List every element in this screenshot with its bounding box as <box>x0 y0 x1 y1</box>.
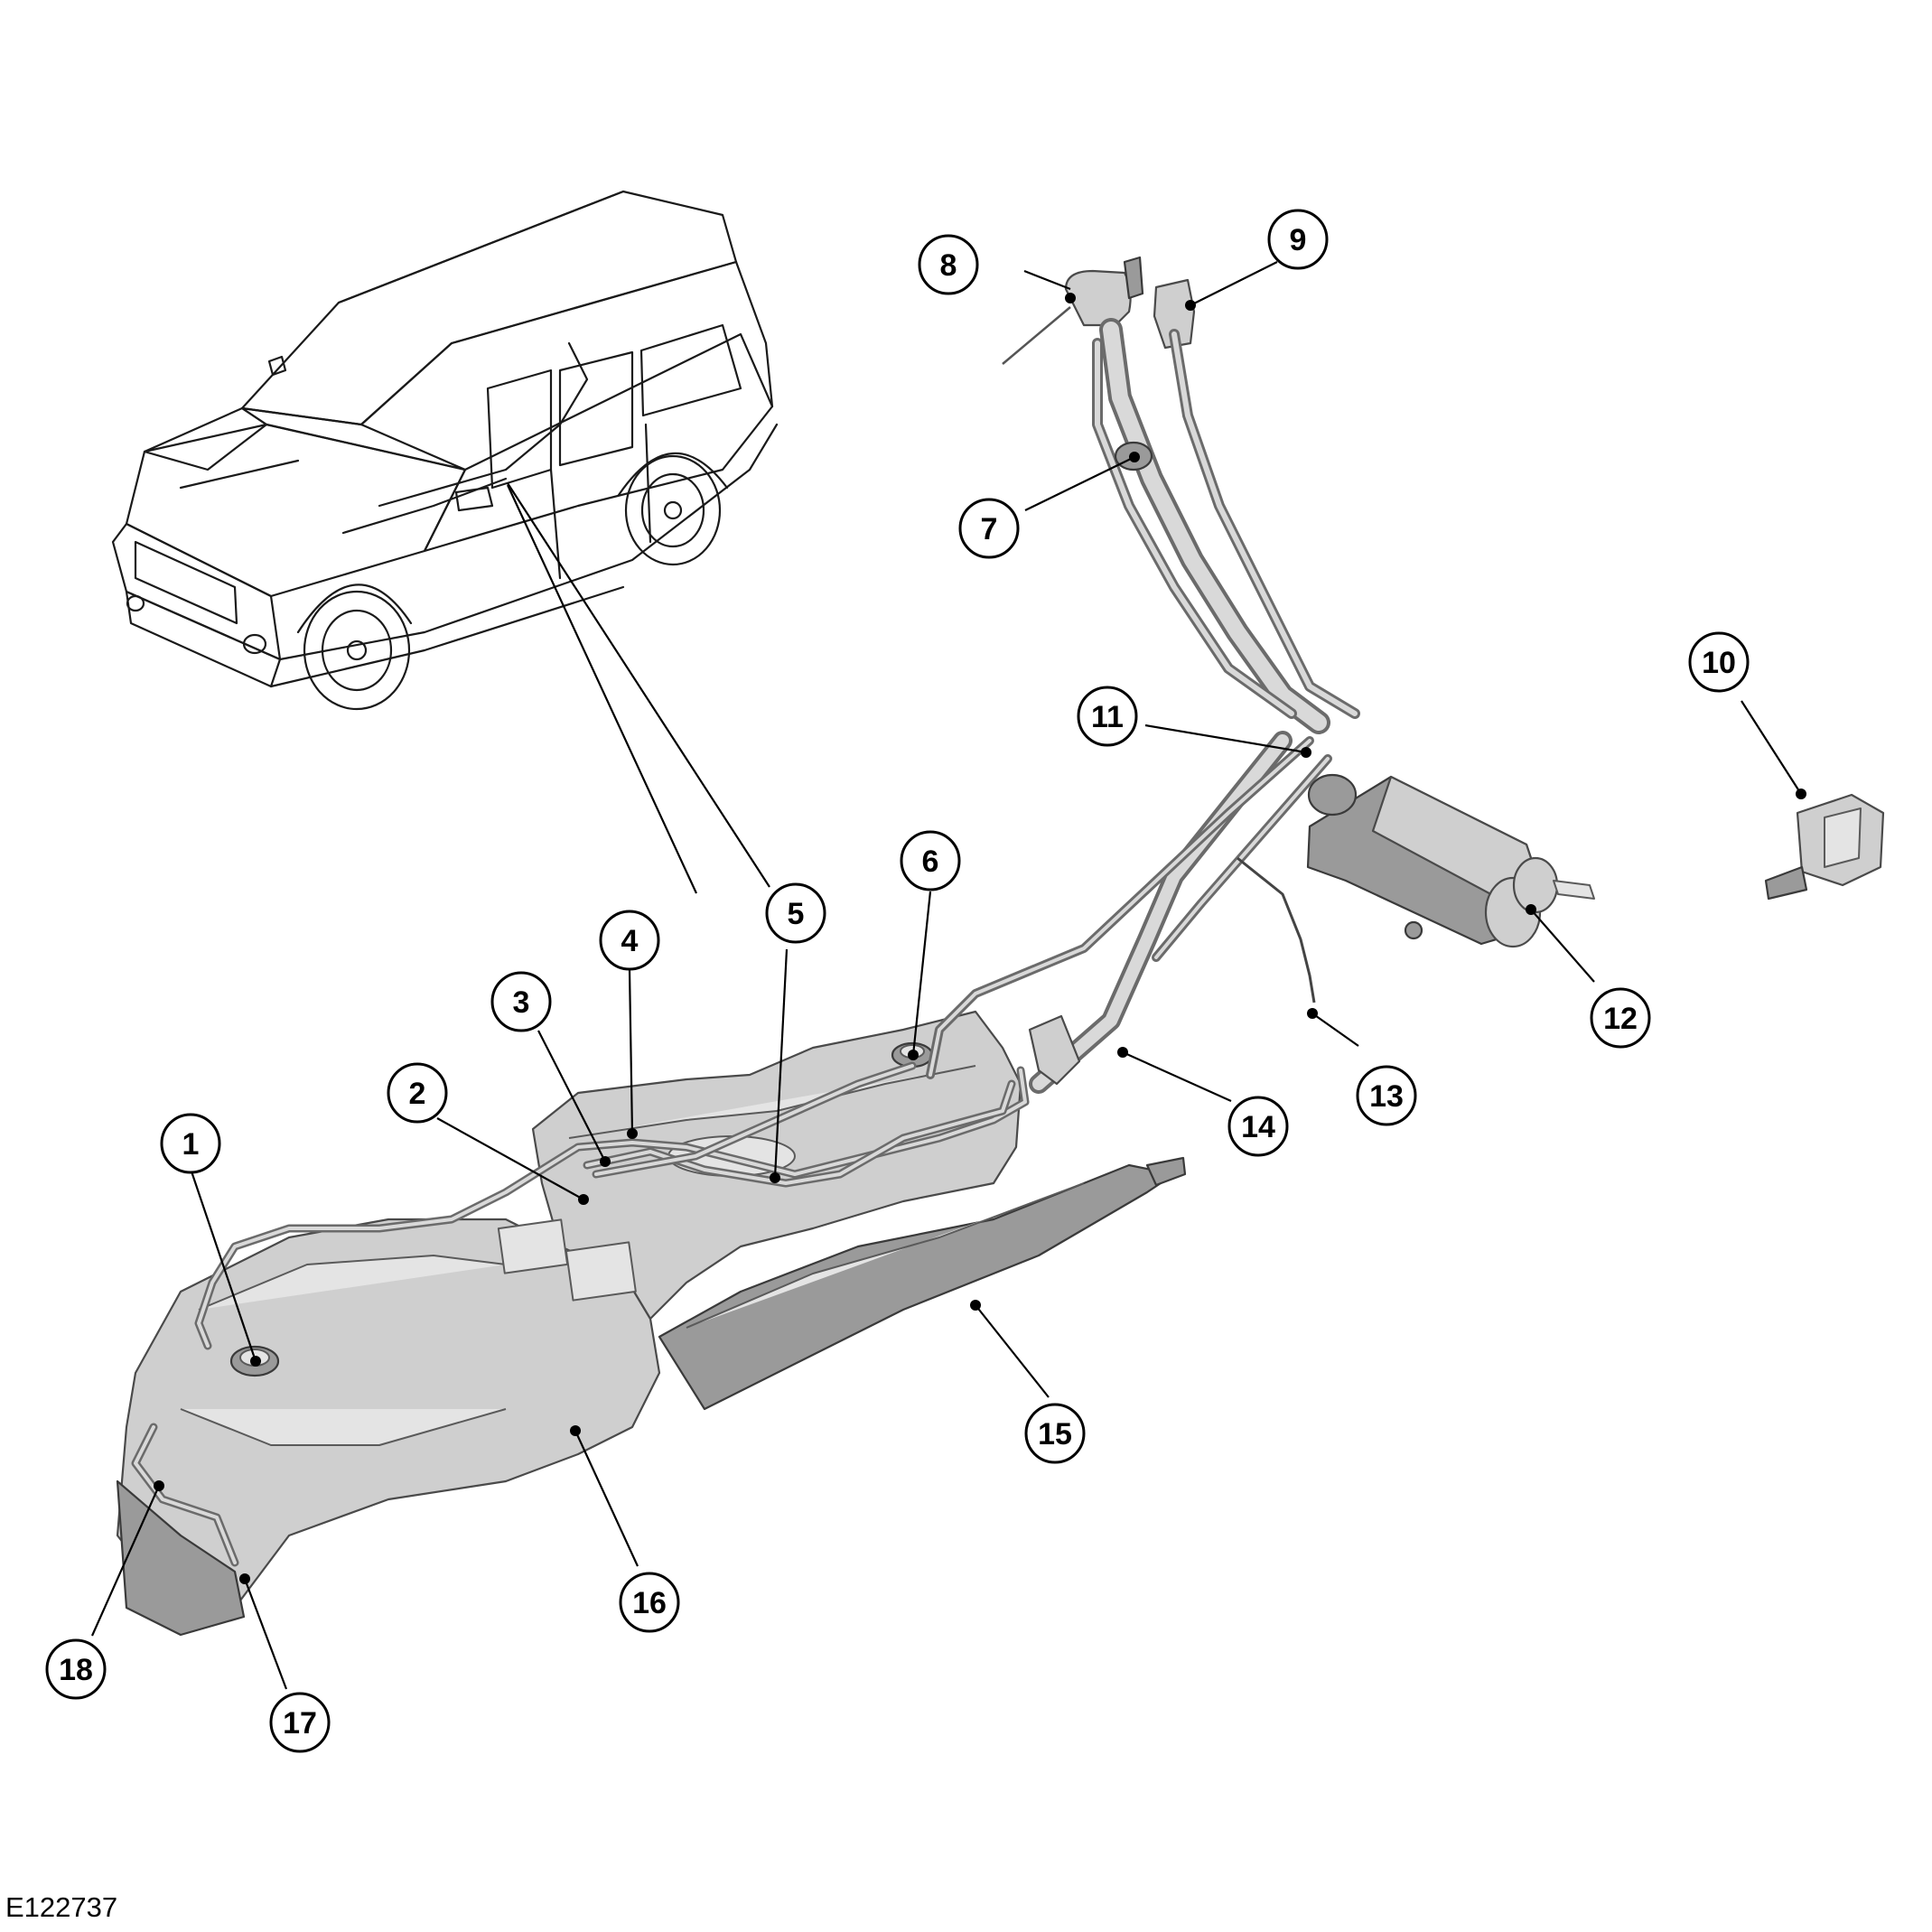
callout-10: 10 <box>1688 631 1750 693</box>
heat-shield-icon <box>658 1156 1187 1411</box>
callout-3-label: 3 <box>513 985 530 1020</box>
callout-15: 15 <box>1024 1403 1086 1464</box>
callout-5-label: 5 <box>788 897 805 931</box>
callout-7: 7 <box>958 498 1020 559</box>
leader-dots <box>154 293 1806 1584</box>
callout-16: 16 <box>619 1572 680 1633</box>
leader-lines <box>90 261 1802 1690</box>
callout-17-label: 17 <box>283 1706 317 1741</box>
bracket-icon <box>1764 793 1885 901</box>
callout-14-label: 14 <box>1241 1110 1275 1144</box>
callout-13-label: 13 <box>1369 1079 1404 1114</box>
callout-5: 5 <box>765 882 826 944</box>
callout-10-label: 10 <box>1702 646 1736 680</box>
callout-9: 9 <box>1267 209 1329 270</box>
callout-1-label: 1 <box>182 1127 200 1162</box>
callout-11-label: 11 <box>1091 700 1124 734</box>
evap-canister-icon <box>1306 773 1595 948</box>
callout-11: 11 <box>1077 686 1138 747</box>
callout-15-label: 15 <box>1038 1417 1072 1451</box>
callout-7-label: 7 <box>981 512 998 546</box>
callout-6: 6 <box>900 830 961 891</box>
vehicle-outline-icon <box>111 190 779 711</box>
fuel-tank-icon <box>116 1010 1022 1637</box>
callout-8: 8 <box>918 234 979 295</box>
callout-12-label: 12 <box>1603 1002 1638 1036</box>
callout-9-label: 9 <box>1290 223 1307 257</box>
callout-4: 4 <box>599 910 660 971</box>
callout-8-label: 8 <box>940 248 957 283</box>
callout-12: 12 <box>1590 987 1651 1049</box>
callout-2-label: 2 <box>409 1077 426 1111</box>
callout-3: 3 <box>490 971 552 1032</box>
fuel-lines-icon <box>131 1061 1030 1567</box>
callout-17: 17 <box>269 1692 331 1753</box>
callout-2: 2 <box>387 1062 448 1124</box>
callout-6-label: 6 <box>922 845 939 879</box>
callout-16-label: 16 <box>632 1586 667 1620</box>
figure-id: E122737 <box>5 1891 118 1923</box>
filler-pipe-icon <box>926 256 1360 1094</box>
callout-4-label: 4 <box>621 924 639 958</box>
callout-1: 1 <box>160 1113 221 1174</box>
callout-18-label: 18 <box>59 1653 93 1687</box>
callout-14: 14 <box>1227 1096 1289 1157</box>
callout-18: 18 <box>45 1638 107 1700</box>
callout-13: 13 <box>1356 1065 1417 1126</box>
